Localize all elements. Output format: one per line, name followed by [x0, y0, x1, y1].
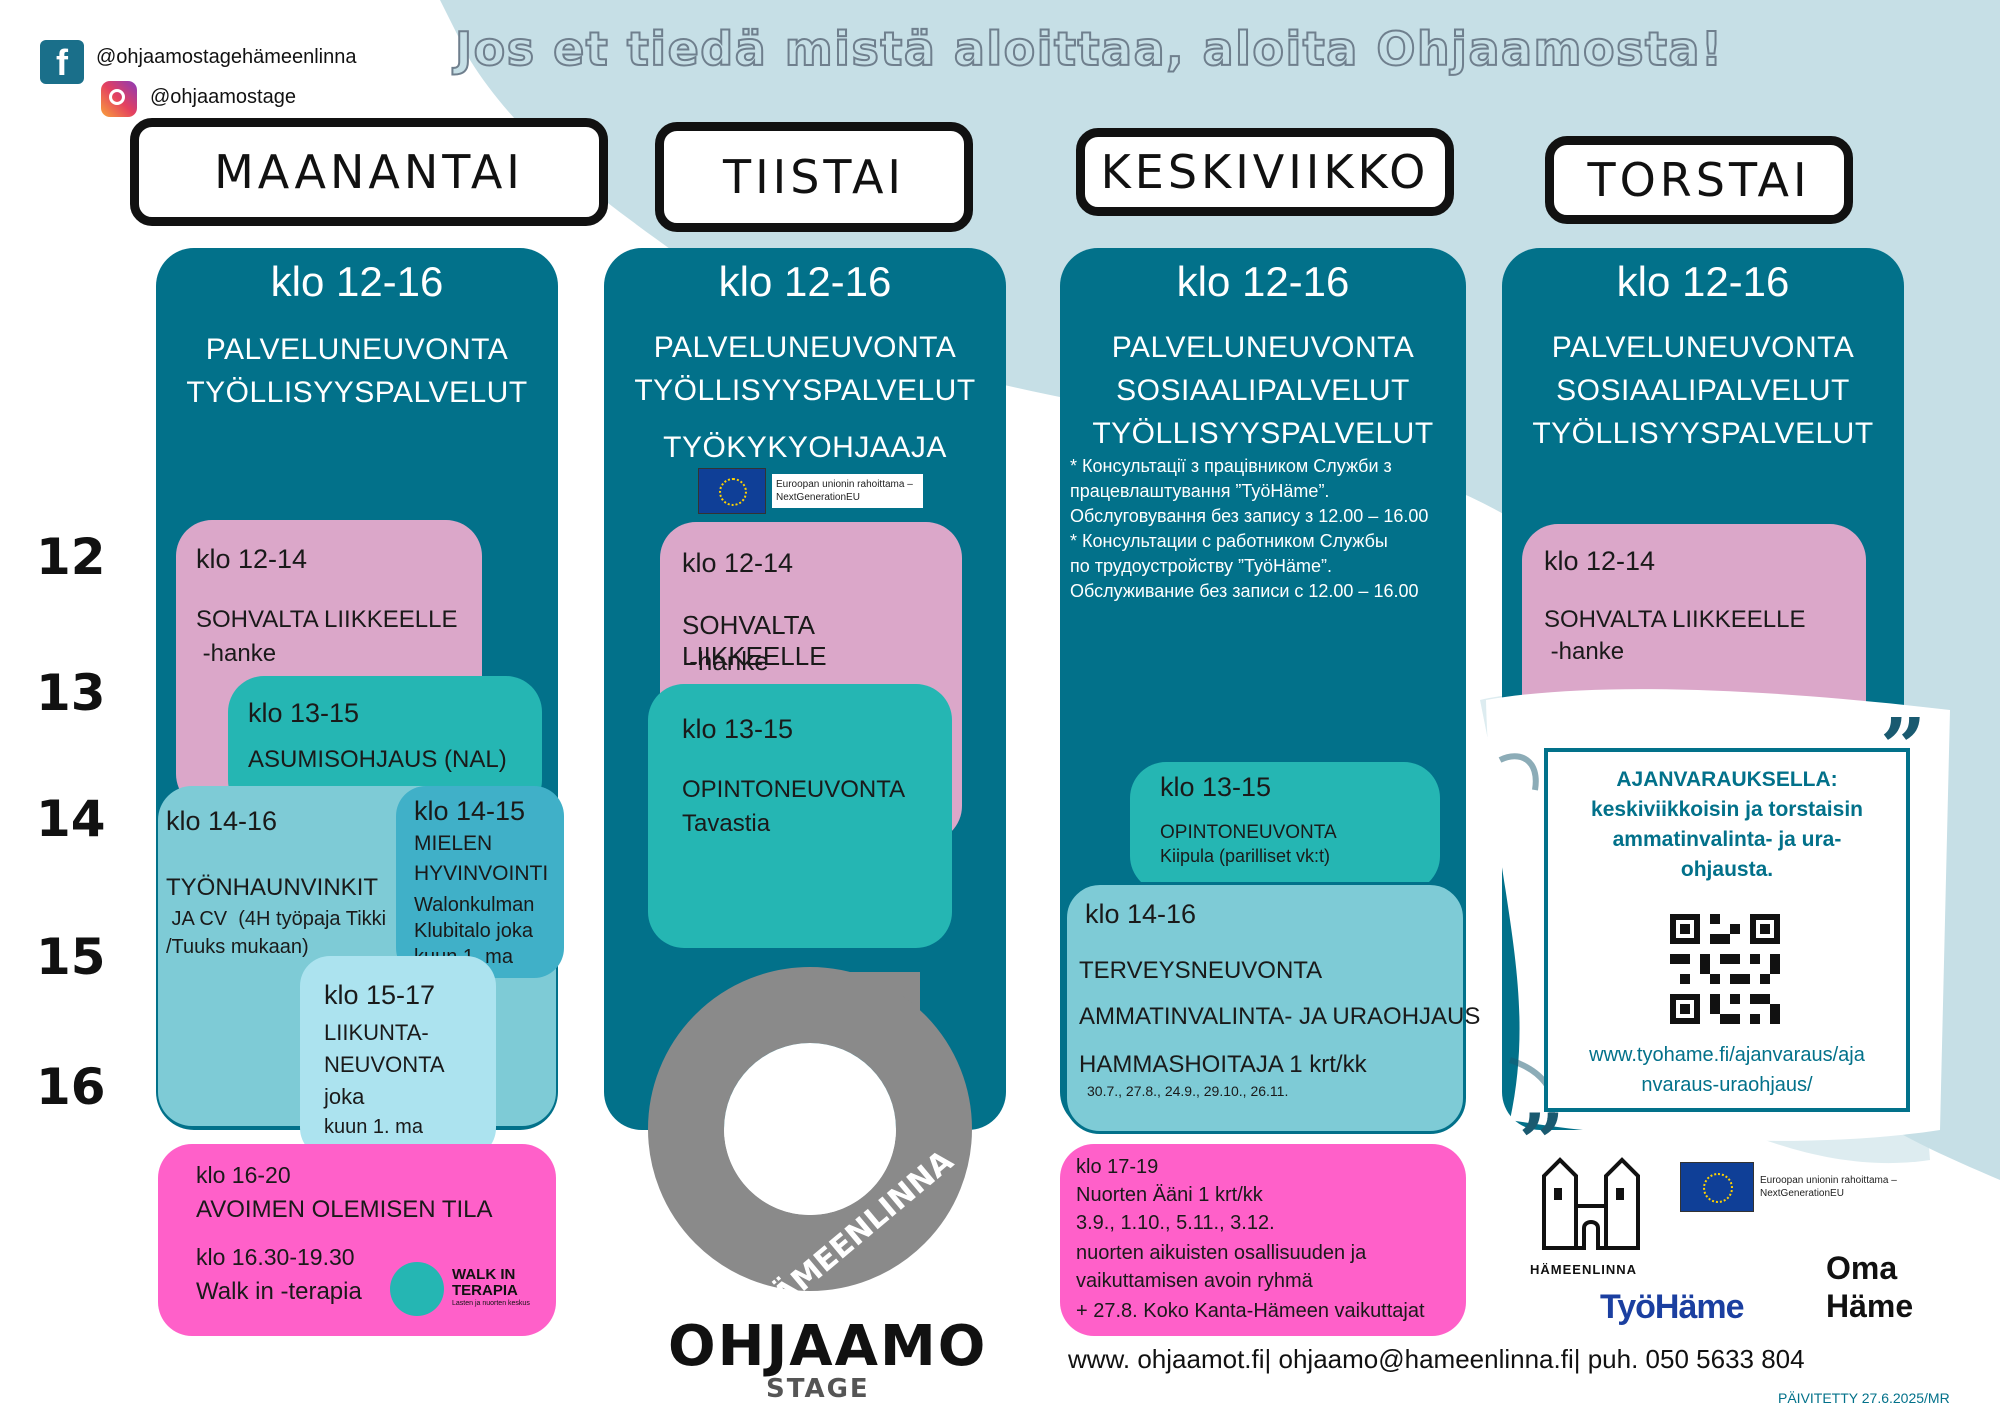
hour-12: 12 — [36, 528, 106, 586]
wednesday-terveys-box: klo 14-16 TERVEYSNEUVONTA AMMATINVALINTA… — [1064, 882, 1480, 1134]
monday-services: PALVELUNEUVONTA TYÖLLISYYSPALVELUT — [186, 333, 528, 409]
hour-15: 15 — [36, 928, 106, 986]
tyohame-logo: TyöHäme — [1600, 1288, 1745, 1326]
day-label-monday: MAANANTAI — [130, 118, 608, 226]
ohjaamo-wordmark: OHJAAMO — [668, 1314, 988, 1379]
walk-in-logo: WALK IN TERAPIA Lasten ja nuorten keskus — [390, 1262, 540, 1322]
tuesday-opinto-box: klo 13-15 OPINTONEUVONTA Tavastia — [648, 684, 952, 948]
wednesday-hours: klo 12-16 — [1176, 258, 1350, 305]
day-label-wednesday: KESKIVIIKKO — [1076, 128, 1454, 216]
hour-16: 16 — [36, 1058, 106, 1116]
thursday-services: PALVELUNEUVONTA SOSIAALIPALVELUT TYÖLLIS… — [1532, 331, 1874, 450]
quote-mark-icon: ” — [1880, 700, 1927, 794]
day-label-tuesday: TIISTAI — [655, 122, 973, 232]
quote-mark-icon-bottom: „ — [1520, 1050, 1567, 1144]
ohjaamo-ring-logo: HÄMEENLINNA — [648, 967, 972, 1294]
booking-box: AJANVARAUKSELLA: keskiviikkoisin ja tors… — [1544, 748, 1910, 1112]
wednesday-services: PALVELUNEUVONTA SOSIAALIPALVELUT TYÖLLIS… — [1092, 331, 1434, 450]
monday-mieli-box: klo 14-15 MIELEN HYVINVOINTI Walonkulman… — [396, 786, 564, 978]
hour-13: 13 — [36, 664, 106, 722]
hour-14: 14 — [36, 790, 106, 848]
updated-note: PÄIVITETTY 27.6.2025/MR — [1778, 1390, 1950, 1406]
stage-wordmark: STAGE — [766, 1374, 870, 1404]
monday-evening-box: klo 16-20 AVOIMEN OLEMISEN TILA klo 16.3… — [158, 1144, 556, 1336]
monday-hours: klo 12-16 — [270, 258, 444, 305]
tuesday-eu-logo: Euroopan unionin rahoittama – NextGenera… — [698, 468, 923, 514]
booking-link[interactable]: www.tyohame.fi/ajanvaraus/aja nvaraus-ur… — [1589, 1044, 1865, 1096]
hameenlinna-wordmark: HÄMEENLINNA — [1530, 1262, 1638, 1277]
tuesday-hours: klo 12-16 — [718, 258, 892, 305]
wednesday-opinto-box: klo 13-15 OPINTONEUVONTA Kiipula (parill… — [1130, 762, 1440, 892]
monday-liikunta-box: klo 15-17 LIIKUNTA- NEUVONTA joka kuun 1… — [300, 956, 496, 1158]
instagram-handle[interactable]: @ohjaamostage — [150, 86, 296, 108]
eu-logo: Euroopan unionin rahoittama – NextGenera… — [1680, 1162, 1897, 1212]
instagram-icon[interactable] — [101, 81, 137, 117]
eu-flag-icon — [698, 468, 766, 514]
day-label-thursday: TORSTAI — [1545, 136, 1853, 224]
qr-code-icon[interactable] — [1670, 914, 1780, 1024]
tuesday-services: PALVELUNEUVONTA TYÖLLISYYSPALVELUT — [634, 331, 976, 407]
facebook-icon[interactable]: f — [40, 40, 84, 84]
thursday-hours: klo 12-16 — [1616, 258, 1790, 305]
headline: Jos et tiedä mistä aloittaa, aloita Ohja… — [454, 21, 1724, 77]
wednesday-evening-box: klo 17-19 Nuorten Ääni 1 krt/kk 3.9., 1.… — [1060, 1144, 1466, 1336]
hameenlinna-castle-logo — [1542, 1157, 1640, 1250]
wednesday-notes: * Консультації з працівником Служби з пр… — [1070, 456, 1429, 601]
eu-flag-icon — [1680, 1162, 1754, 1212]
shoe-icon — [390, 1262, 444, 1316]
oma-hame-logo: Oma Häme — [1790, 1210, 1950, 1360]
facebook-handle[interactable]: @ohjaamostagehämeenlinna — [96, 46, 357, 68]
contact-line[interactable]: www. ohjaamot.fi| ohjaamo@hameenlinna.fi… — [1068, 1344, 1805, 1374]
